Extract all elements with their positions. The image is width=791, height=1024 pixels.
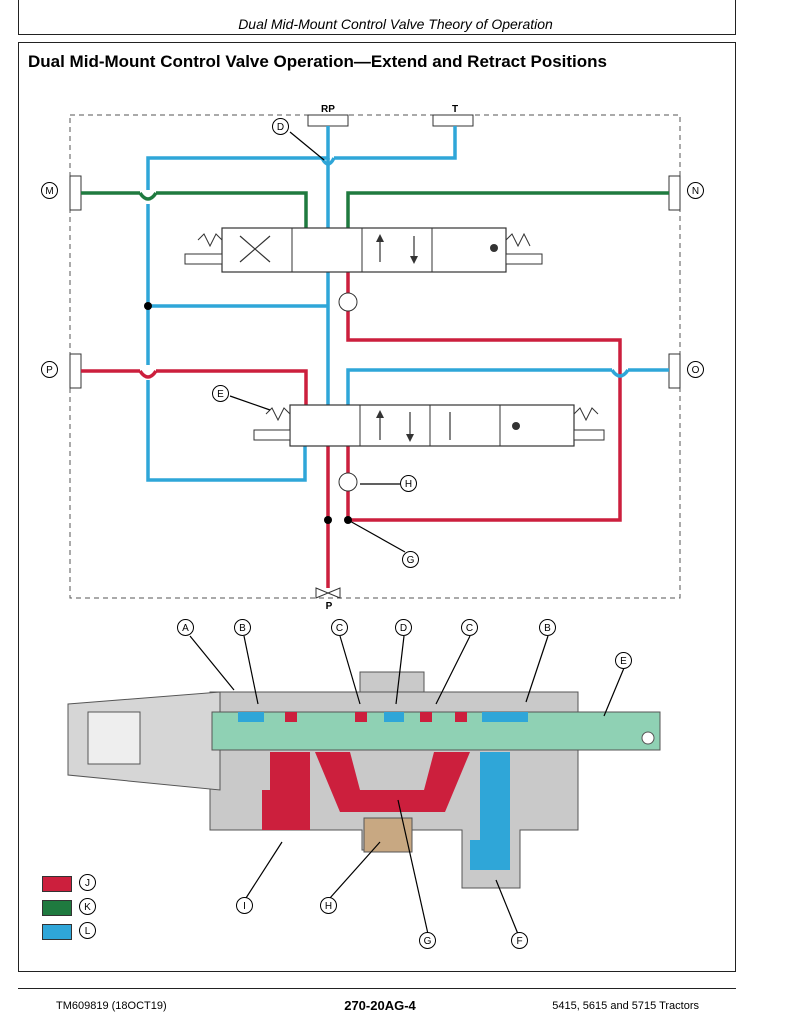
port-t [432, 114, 474, 127]
lower-valve-section [253, 404, 605, 447]
port-m [69, 175, 82, 211]
footer-doc-id: TM609819 (18OCT19) [56, 1000, 167, 1012]
crossover-m [138, 191, 158, 201]
callout-g: G [419, 932, 436, 949]
page-header-title: Dual Mid-Mount Control Valve Theory of O… [238, 16, 553, 32]
legend-key: L [79, 922, 96, 939]
port-t-label: T [452, 104, 458, 115]
figure-frame [18, 42, 736, 972]
callout-d: D [272, 118, 289, 135]
work-lines [81, 191, 669, 228]
callout-e: E [212, 385, 229, 402]
callout-h: H [320, 897, 337, 914]
legend-swatch [42, 900, 72, 916]
callout-g: G [402, 551, 419, 568]
legend-key: K [79, 898, 96, 915]
junction-dot [144, 302, 152, 310]
check-valve-h [338, 472, 358, 492]
callout-i: I [236, 897, 253, 914]
callout-d: D [395, 619, 412, 636]
callout-c: C [331, 619, 348, 636]
port-p-label: P [326, 601, 333, 612]
valve-cutaway [67, 671, 661, 889]
callout-a: A [177, 619, 194, 636]
callout-h: H [400, 475, 417, 492]
callout-b: B [539, 619, 556, 636]
legend-swatch [42, 924, 72, 940]
callout-b: B [234, 619, 251, 636]
port-rp [307, 114, 349, 127]
callout-m: M [41, 182, 58, 199]
footer-models: 5415, 5615 and 5715 Tractors [552, 1000, 699, 1012]
callout-n: N [687, 182, 704, 199]
header-frame [18, 0, 736, 35]
leader-lines [189, 131, 625, 935]
return-lines [146, 126, 669, 482]
port-p-bottom [315, 587, 341, 599]
legend-swatch [42, 876, 72, 892]
legend-key: J [79, 874, 96, 891]
footer-page-number: 270-20AG-4 [344, 998, 416, 1013]
crossover-o [610, 368, 630, 378]
junction-dot [324, 516, 332, 524]
port-n [668, 175, 681, 211]
figure-title: Dual Mid-Mount Control Valve Operation—E… [28, 52, 607, 71]
port-o [668, 353, 681, 389]
footer-rule [18, 988, 736, 989]
callout-f: F [511, 932, 528, 949]
spool-e [211, 711, 661, 751]
callout-p: P [41, 361, 58, 378]
check-valve-upper [338, 292, 358, 312]
port-p-side [69, 353, 82, 389]
port-rp-label: RP [321, 104, 335, 115]
callout-o: O [687, 361, 704, 378]
callout-e: E [615, 652, 632, 669]
upper-valve-section [184, 227, 543, 273]
callout-c: C [461, 619, 478, 636]
crossover-p [138, 369, 158, 379]
schematic-boundary [69, 114, 681, 599]
